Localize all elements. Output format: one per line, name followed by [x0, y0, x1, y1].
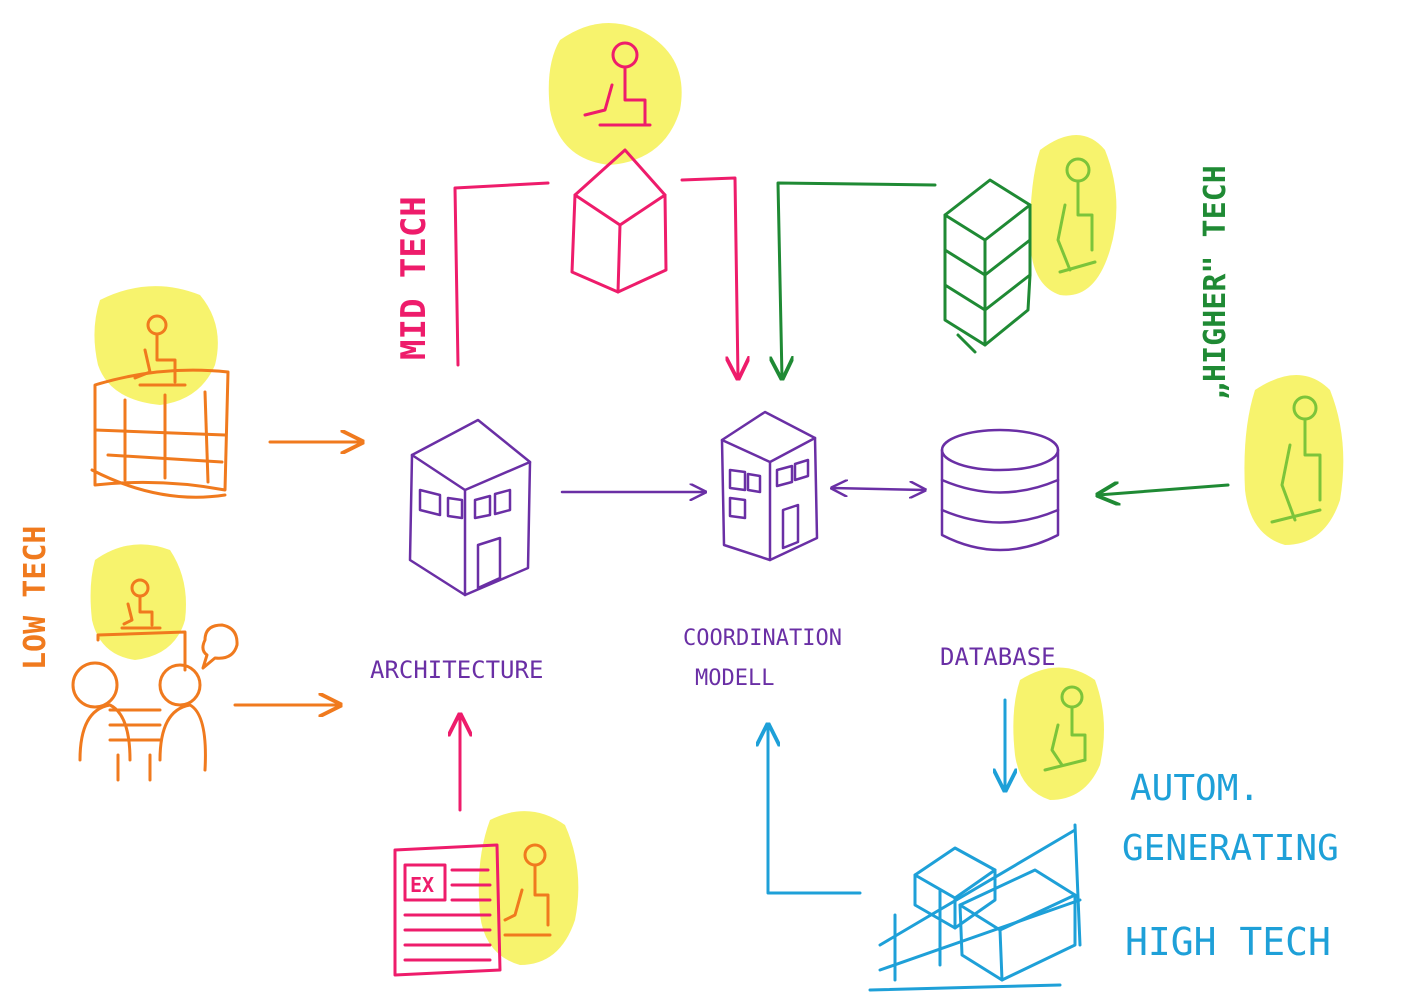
low-tech-label: LOW TECH: [18, 526, 53, 671]
highlight-blob-doc: [478, 811, 579, 965]
higher-tech-label: „HIGHER" TECH: [1198, 165, 1233, 400]
building-icon: [720, 410, 819, 562]
connector-architecture-up: [453, 181, 550, 367]
person-icon: [1270, 395, 1322, 524]
core-group: [408, 410, 1060, 597]
stacked-layers-icon: [943, 178, 1032, 354]
highlight-blob-meeting: [90, 544, 186, 660]
highlight-blobs: [90, 22, 1344, 965]
document-ex-label: EX: [410, 873, 434, 897]
mid-tech-group: [393, 41, 738, 977]
paper-plan-icon: [90, 368, 230, 499]
database-icon: [940, 428, 1060, 552]
architecture-label: ARCHITECTURE: [370, 656, 543, 684]
low-tech-group: [71, 314, 362, 782]
person-icon: [1043, 685, 1087, 772]
autom-label-line2: GENERATING: [1122, 828, 1339, 869]
arrow-model-database-bidirectional: [832, 488, 925, 490]
connector-generated-to-model: [768, 725, 862, 895]
database-label: DATABASE: [940, 643, 1056, 671]
highlight-blob-db: [1013, 667, 1104, 800]
person-icon: [583, 41, 652, 127]
coordination-label-line1: COORDINATION: [683, 626, 842, 651]
autom-label-line1: AUTOM.: [1130, 768, 1260, 809]
connector-stack-to-model: [778, 181, 937, 378]
highlight-blob-right: [1244, 375, 1344, 545]
person-icon: [133, 314, 187, 387]
cube-icon: [570, 148, 668, 294]
high-tech-group: [768, 698, 1082, 992]
highlight-blob-top: [548, 22, 682, 165]
mid-tech-label: MID TECH: [394, 196, 434, 360]
connector-cube-to-model: [680, 176, 738, 378]
document-icon: [393, 843, 502, 977]
meeting-icon: [71, 630, 207, 782]
arrow-person-to-database: [1098, 485, 1230, 495]
coordination-label-line2: MODELL: [695, 666, 774, 691]
higher-tech-group: [778, 178, 1230, 495]
person-icon: [1056, 157, 1097, 274]
generated-boxes-icon: [868, 823, 1082, 992]
speech-bubble-icon: [201, 623, 239, 670]
high-tech-label: HIGH TECH: [1125, 920, 1331, 964]
person-icon: [120, 578, 162, 630]
building-icon: [408, 418, 532, 597]
person-icon: [503, 843, 552, 937]
highlight-blob-stack: [1030, 135, 1117, 296]
